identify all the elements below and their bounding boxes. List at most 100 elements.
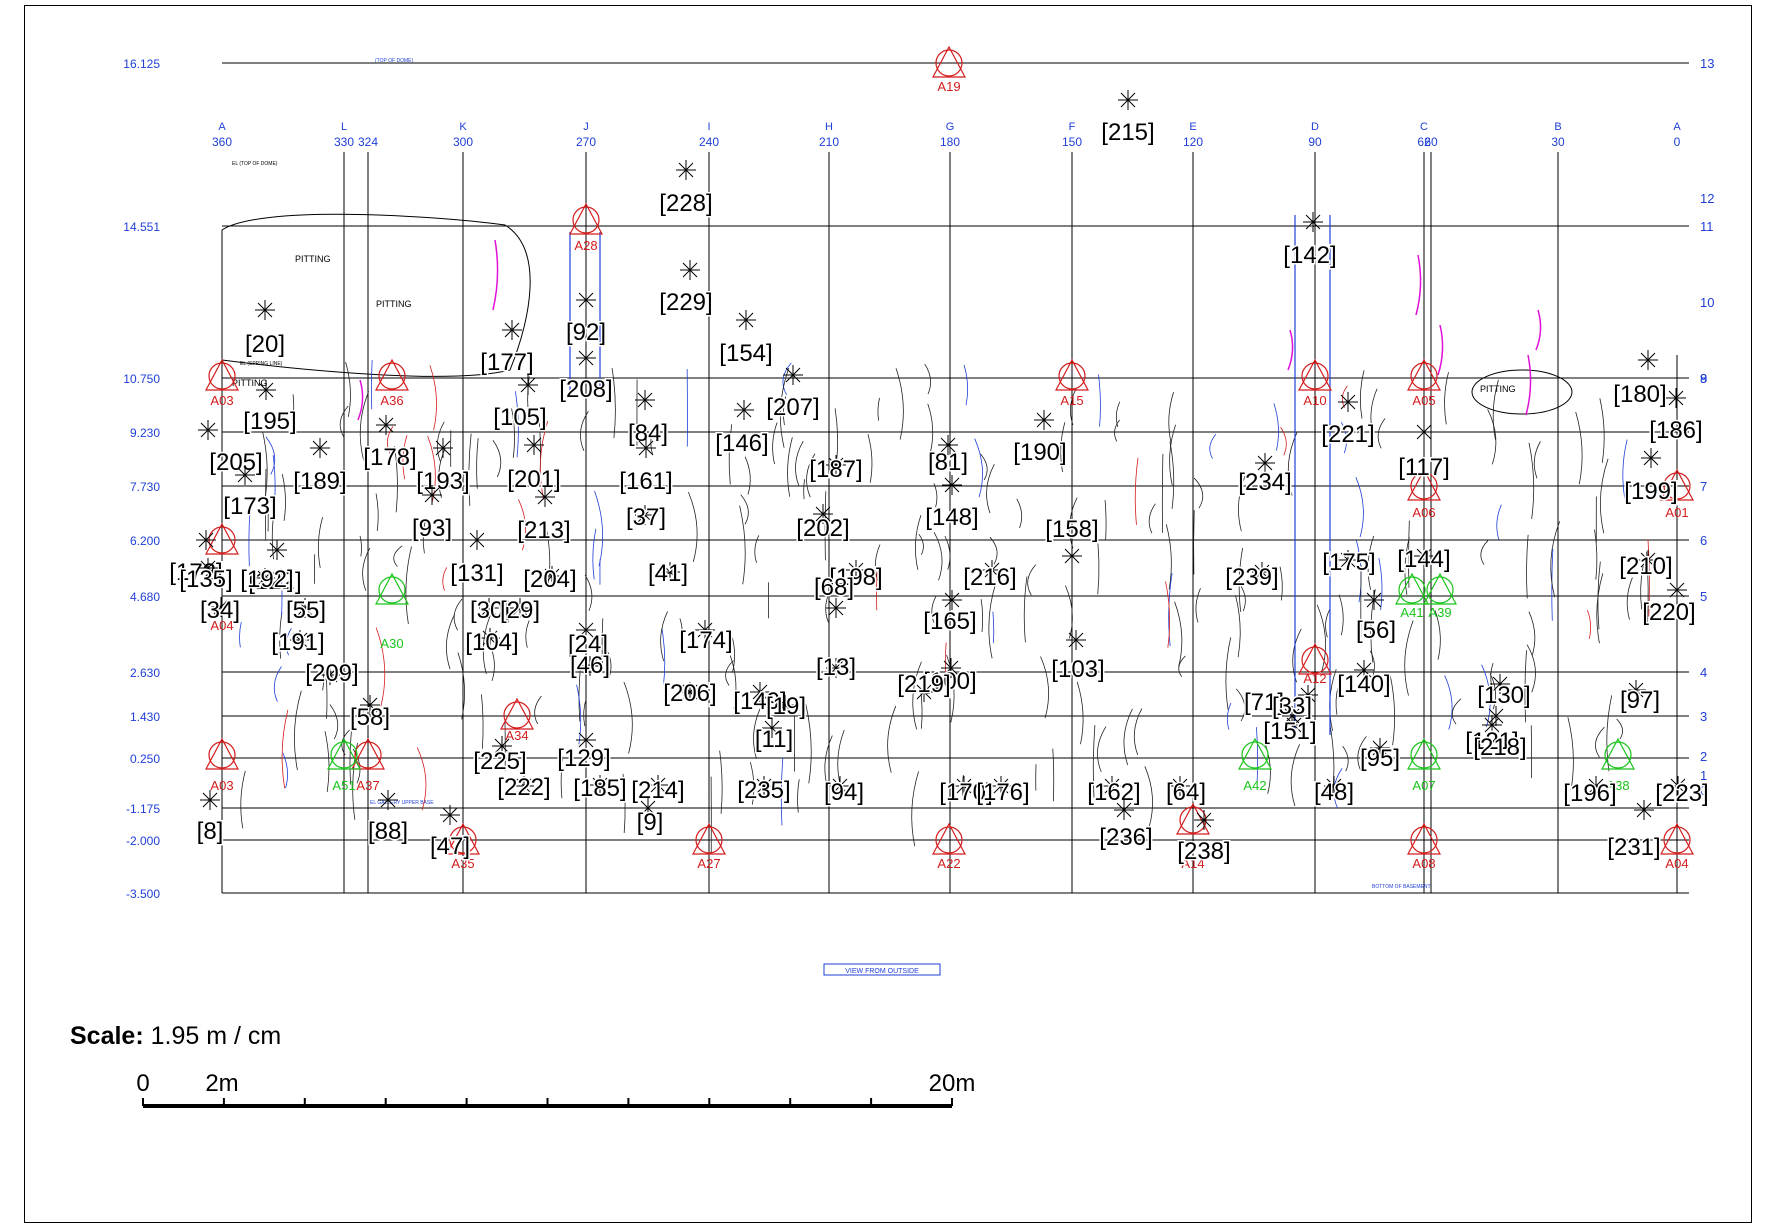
column-degree: 120 <box>1183 135 1203 149</box>
marker-label: [190] <box>1013 439 1066 466</box>
marker-asterisk <box>944 592 960 608</box>
marker-label: [221] <box>1321 421 1374 448</box>
crack-line <box>1487 409 1497 465</box>
marker-label: [215] <box>1101 119 1154 146</box>
pitting-outline <box>1471 369 1573 415</box>
crack-line <box>660 611 668 662</box>
marker-label: [93] <box>412 515 452 542</box>
station-label: A42 <box>1243 778 1266 793</box>
marker-asterisk <box>638 440 654 456</box>
crack-line <box>1174 601 1183 667</box>
magenta-mark <box>1525 354 1532 416</box>
crack-line <box>329 704 339 740</box>
marker-label: [198] <box>829 564 882 591</box>
crack-line <box>912 661 922 730</box>
marker-label: [239] <box>1225 564 1278 591</box>
marker-label: [210] <box>1619 553 1672 580</box>
marker-label: [158] <box>1045 516 1098 543</box>
crack-line <box>803 479 805 500</box>
crack-line <box>1626 577 1633 620</box>
marker-label: [218] <box>1473 734 1526 761</box>
magenta-mark <box>1415 254 1422 316</box>
marker-label: [199] <box>1624 478 1677 505</box>
marker-asterisk <box>1492 676 1508 692</box>
column-degree: 360 <box>212 135 232 149</box>
crack-line <box>1095 528 1100 595</box>
magenta-mark <box>492 239 499 311</box>
marker-asterisk <box>1196 812 1212 828</box>
top-dome-note: (TOP OF DOME) <box>375 58 413 64</box>
marker-label: [195] <box>243 408 296 435</box>
marker-asterisk <box>940 437 956 453</box>
marker-asterisk <box>1172 778 1188 794</box>
marker-label: [202] <box>796 515 849 542</box>
marker-label: [58] <box>350 704 390 731</box>
marker-label: [216] <box>963 564 1016 591</box>
crack-line <box>623 681 633 754</box>
crack-line <box>1496 504 1502 540</box>
crack-line <box>1338 594 1344 636</box>
crack-line <box>946 655 955 723</box>
marker-asterisk <box>682 262 698 278</box>
column-degree: 270 <box>576 135 596 149</box>
station-label: A34 <box>505 728 528 743</box>
crack-line <box>576 684 582 745</box>
crack-line <box>611 367 616 439</box>
crack-line <box>349 729 352 785</box>
crack-line <box>962 774 964 796</box>
marker-label: [222] <box>497 774 550 801</box>
crack-line <box>989 536 998 565</box>
crack-line <box>824 491 827 561</box>
station-circle <box>1663 472 1691 500</box>
station-label: A41 <box>1400 605 1423 620</box>
crack-line <box>362 547 371 591</box>
crack-line <box>1357 736 1367 773</box>
marker-asterisk <box>578 292 594 308</box>
crack-line <box>1367 535 1375 590</box>
crack-line <box>429 365 437 431</box>
marker-label: [81] <box>928 449 968 476</box>
marker-label: [205] <box>209 449 262 476</box>
crack-line <box>688 492 698 562</box>
marker-asterisk <box>269 542 285 558</box>
marker-label: [8] <box>197 818 224 845</box>
marker-label: [117] <box>1398 454 1450 481</box>
crack-line <box>895 368 904 440</box>
crack-line <box>1550 521 1561 598</box>
crack-line <box>927 403 934 452</box>
crack-line <box>1434 610 1441 660</box>
station-label: A39 <box>1428 605 1451 620</box>
marker-label: [238] <box>1177 838 1230 865</box>
scale-value: 1.95 m / cm <box>150 1022 282 1050</box>
crack-line <box>1169 424 1176 486</box>
marker-label: [68] <box>814 574 854 601</box>
marker-label: [234] <box>1238 469 1291 496</box>
marker-asterisk <box>1305 214 1321 230</box>
crack-line <box>279 612 283 659</box>
elevation-label: -3.500 <box>126 887 160 901</box>
crack-line <box>1235 688 1246 722</box>
crack-line <box>405 546 412 624</box>
crack-line <box>1240 584 1246 612</box>
column-degree: 150 <box>1062 135 1082 149</box>
station-circle <box>1410 472 1438 500</box>
station-label: A35 <box>451 856 474 871</box>
scale-tick-label: 2m <box>205 1070 238 1097</box>
station-triangle <box>351 737 385 770</box>
marker-label: [19] <box>766 693 806 720</box>
crack-line <box>359 535 362 557</box>
marker-label: [135] <box>179 566 232 593</box>
marker-label: [174] <box>679 627 732 654</box>
marker-label: [29] <box>500 597 540 624</box>
scale-label: Scale: <box>70 1022 144 1050</box>
marker-asterisk <box>1668 390 1684 406</box>
station-circle <box>449 826 477 854</box>
crack-line <box>481 694 484 749</box>
crack-line <box>787 437 793 497</box>
row-number: 13 <box>1700 56 1714 71</box>
station-label: A38 <box>1606 778 1629 793</box>
elevation-label: 7.730 <box>130 480 160 494</box>
crack-line <box>1444 372 1449 425</box>
marker-label: [208] <box>559 376 612 403</box>
